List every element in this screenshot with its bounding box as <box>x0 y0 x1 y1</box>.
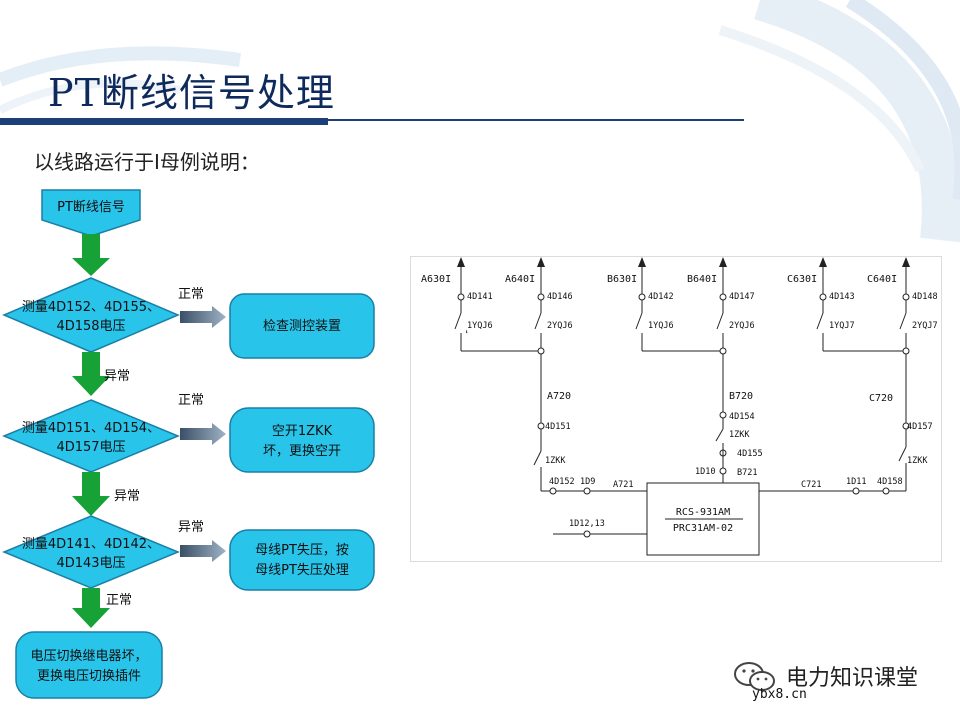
decision-1 <box>2 277 180 353</box>
start-node <box>41 189 141 237</box>
relay-3: 1YQJ6 <box>648 321 674 331</box>
feeder-col-4 <box>719 257 727 351</box>
zkk-b: 1ZKK <box>729 430 750 440</box>
circuit-diagram: .w { stroke:#222; stroke-width:1; fill:n… <box>421 257 938 556</box>
circuit-diagram-panel: .w { stroke:#222; stroke-width:1; fill:n… <box>410 256 942 562</box>
end-node <box>15 631 163 699</box>
decision-3 <box>2 515 180 589</box>
box-replace-switch <box>229 407 375 473</box>
term-top-2: 4D146 <box>547 292 573 302</box>
terminal-markers-top <box>457 293 910 301</box>
box-2-line2: 坏，更换空开 <box>263 444 341 459</box>
box-check-device <box>229 293 375 359</box>
term-top-6: 4D148 <box>912 292 938 302</box>
decision-3-line1: 测量4D141、4D142、 <box>22 537 160 552</box>
term-4d157: 4D157 <box>907 422 933 432</box>
down-arrow-1 <box>72 234 110 276</box>
term-top-3: 4D142 <box>648 292 674 302</box>
feeder-label-4: B640I <box>687 274 717 285</box>
phase-c-label: C720 <box>869 393 893 404</box>
flowchart: .fs { fill:#29c4ea; stroke:#1a7fa6; stro… <box>2 189 375 699</box>
down-arrow-3 <box>72 472 110 516</box>
decision-3-line2: 4D143电压 <box>56 556 125 571</box>
feeder-col-6 <box>902 257 910 351</box>
decision-2 <box>2 399 180 473</box>
decision-2-line1: 测量4D151、4D154、 <box>22 421 160 436</box>
term-4d158: 4D158 <box>877 477 903 487</box>
term-1d9: 1D9 <box>580 477 595 487</box>
right-arrow-2 <box>180 423 226 445</box>
label-abnormal-2: 异常 <box>114 489 140 504</box>
feeder-label-3: B630I <box>607 274 637 285</box>
term-top-4: 4D147 <box>729 292 755 302</box>
feeder-col-5 <box>819 257 827 351</box>
right-arrow-3 <box>180 540 226 562</box>
feeder-label-6: C640I <box>867 274 897 285</box>
feeder-label-5: C630I <box>787 274 817 285</box>
down-arrow-4 <box>72 588 110 628</box>
title-rule-thin <box>328 119 744 121</box>
right-arrow-1 <box>180 306 226 328</box>
term-4d155: 4D155 <box>737 449 763 459</box>
device-line1: RCS-931AM <box>676 507 730 518</box>
relay-5: 1YQJ7 <box>829 321 855 331</box>
relay-2: 2YQJ6 <box>547 321 573 331</box>
feeder-col-1 <box>457 257 468 351</box>
wechat-icon <box>734 662 775 691</box>
phase-a-label: A720 <box>547 391 571 402</box>
device-line2: PRC31AM-02 <box>673 523 733 534</box>
feeder-col-3 <box>638 257 646 351</box>
label-normal-3: 正常 <box>106 593 132 608</box>
zkk-a: 1ZKK <box>545 456 566 466</box>
phase-b-label: B720 <box>729 391 753 402</box>
down-arrow-2 <box>72 352 110 396</box>
term-4d154: 4D154 <box>729 412 755 422</box>
label-abnormal-3: 异常 <box>178 520 204 535</box>
zkk-c: 1ZKK <box>907 456 928 466</box>
term-4d152: 4D152 <box>549 477 575 487</box>
feeder-label-2: A640I <box>505 274 535 285</box>
label-c721: C721 <box>801 480 821 490</box>
box-3-line1: 母线PT失压，按 <box>255 543 349 558</box>
decision-1-line1: 测量4D152、4D155、 <box>22 300 160 315</box>
page-title: PT断线信号处理 <box>48 71 335 115</box>
subtitle: 以线路运行于I母例说明： <box>34 150 260 174</box>
label-a721: A721 <box>613 480 633 490</box>
watermark-brand: 电力知识课堂 <box>786 666 919 691</box>
label-normal-1: 正常 <box>178 287 204 302</box>
box-2-line1: 空开1ZKK <box>272 424 333 439</box>
term-top-5: 4D143 <box>829 292 855 302</box>
relay-1: 1YQJ6 <box>467 321 493 331</box>
label-b721: B721 <box>737 468 757 478</box>
decision-2-line2: 4D157电压 <box>56 440 125 455</box>
box-bus-pt-loss <box>229 529 375 591</box>
label-abnormal-1: 异常 <box>104 369 130 384</box>
relay-4: 2YQJ6 <box>729 321 755 331</box>
end-line2: 更换电压切换插件 <box>37 669 141 684</box>
label-normal-2: 正常 <box>178 393 204 408</box>
box-1-label: 检查测控装置 <box>263 319 341 334</box>
term-1d10: 1D10 <box>695 467 715 477</box>
term-1d11: 1D11 <box>846 477 866 487</box>
watermark-site: ybx8.cn <box>752 687 807 702</box>
term-4d151: 4D151 <box>545 422 571 432</box>
term-1d12-13: 1D12,13 <box>569 519 605 529</box>
feeder-label-1: A630I <box>421 274 451 285</box>
start-label: PT断线信号 <box>57 200 125 215</box>
relay-6: 2YQJ7 <box>912 321 938 331</box>
decision-1-line2: 4D158电压 <box>56 319 125 334</box>
end-line1: 电压切换继电器坏， <box>30 649 147 664</box>
feeder-col-2 <box>537 257 545 351</box>
box-3-line2: 母线PT失压处理 <box>255 563 349 578</box>
term-top-1: 4D141 <box>467 292 493 302</box>
title-rule-thick <box>0 118 328 125</box>
